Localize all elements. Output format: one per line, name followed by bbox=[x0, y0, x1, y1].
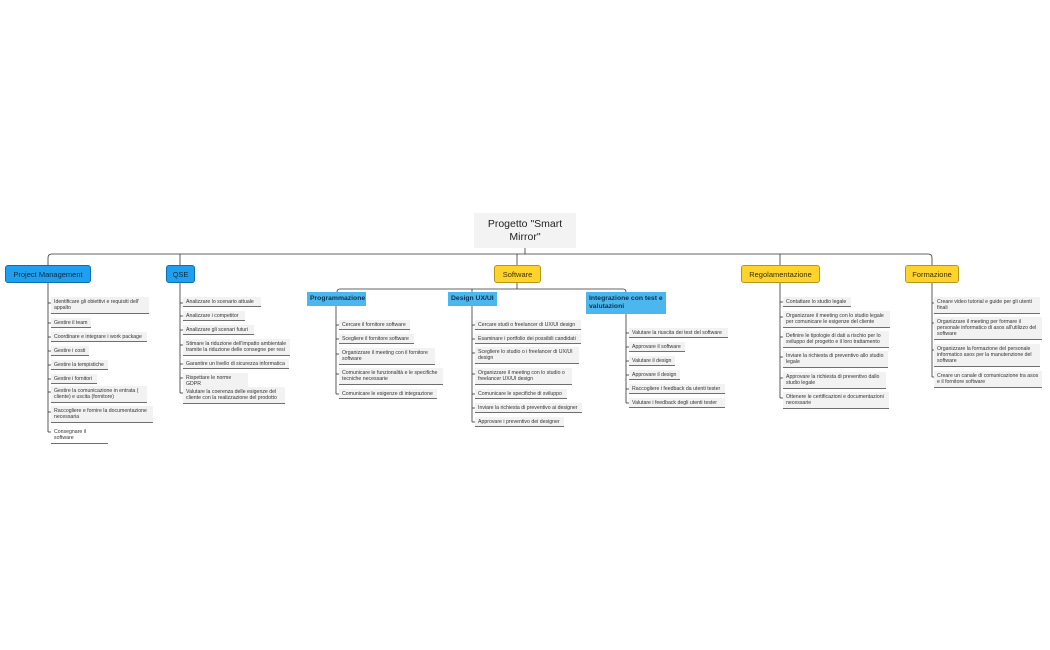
leaf-item[interactable]: Identificare gli obiettivi e requisiti d… bbox=[51, 297, 149, 314]
leaf-item[interactable]: Definire le tipologie di dati a rischio … bbox=[783, 331, 889, 348]
leaf-item[interactable]: Contattare lo studio legale bbox=[783, 297, 851, 308]
topic-regolamentazione[interactable]: Regolamentazione bbox=[741, 265, 820, 283]
leaf-item[interactable]: Creare un canale di comunicazione tra as… bbox=[934, 371, 1042, 388]
root-label: Progetto "Smart Mirror" bbox=[487, 217, 563, 243]
topic-label: Regolamentazione bbox=[749, 269, 812, 279]
leaf-item[interactable]: Approvare il design bbox=[629, 370, 680, 381]
leaf-item[interactable]: Inviare la richiesta di preventivo allo … bbox=[783, 351, 888, 368]
topic-formazione[interactable]: Formazione bbox=[905, 265, 959, 283]
leaf-item[interactable]: Gestire la tempistiche bbox=[51, 360, 108, 371]
leaf-item[interactable]: Raccogliere i feedback da utenti tester bbox=[629, 384, 725, 395]
leaf-item[interactable]: Coordinare e integrare i work package bbox=[51, 332, 147, 343]
leaf-item[interactable]: Gestire la comunicazione in entrata ( cl… bbox=[51, 386, 147, 403]
topic-label: QSE bbox=[172, 269, 189, 279]
leaf-item[interactable]: Creare video tutorial e guide per gli ut… bbox=[934, 297, 1040, 314]
leaf-item[interactable]: Approvare la richiesta di preventivo dal… bbox=[783, 372, 886, 389]
leaf-item[interactable]: Esaminare i portfolio dei possibili cand… bbox=[475, 334, 581, 345]
leaf-item[interactable]: Scegliere il fornitore software bbox=[339, 334, 414, 345]
topic-software[interactable]: Software bbox=[494, 265, 541, 283]
subtopic-programmazione[interactable]: Programmazione bbox=[307, 292, 366, 306]
leaf-item[interactable]: Gestire i fornitori bbox=[51, 374, 97, 385]
subtopic-label: Integrazione con test e valutazioni bbox=[589, 294, 663, 311]
root-topic[interactable]: Progetto "Smart Mirror" bbox=[474, 213, 576, 248]
topic-project-management[interactable]: Project Management bbox=[5, 265, 91, 283]
leaf-item[interactable]: Analizzare gli scenari futuri bbox=[183, 325, 254, 336]
subtopic-label: Programmazione bbox=[310, 294, 366, 302]
leaf-item[interactable]: Ottenere le certificazioni e documentazi… bbox=[783, 392, 889, 409]
leaf-item[interactable]: Cercare il fornitore software bbox=[339, 320, 410, 331]
leaf-item[interactable]: Analizzare i competitor bbox=[183, 311, 245, 322]
leaf-item[interactable]: Gestire il team bbox=[51, 318, 91, 329]
subtopic-design-ux-ui[interactable]: Design UX/UI bbox=[448, 292, 497, 306]
subtopic-label: Design UX/UI bbox=[451, 294, 494, 302]
leaf-item[interactable]: Stimare la riduzione dell'impatto ambien… bbox=[183, 339, 290, 356]
topic-label: Software bbox=[502, 269, 533, 279]
leaf-item[interactable]: Consegnare il software bbox=[51, 427, 108, 444]
leaf-item[interactable]: Organizzare la formazione del personale … bbox=[934, 344, 1040, 367]
leaf-item[interactable]: Comunicare le esigenze di integrazione bbox=[339, 389, 437, 400]
leaf-item[interactable]: Approvare il software bbox=[629, 342, 685, 353]
leaf-item[interactable]: Organizzare il meeting con lo studio leg… bbox=[783, 311, 890, 328]
leaf-item[interactable]: Inviare la richiesta di preventivo ai de… bbox=[475, 403, 582, 414]
topic-label: Project Management bbox=[13, 269, 83, 279]
leaf-item[interactable]: Comunicare le funzionalità e le specific… bbox=[339, 368, 443, 385]
leaf-item[interactable]: Valutare la riuscita dei test del softwa… bbox=[629, 328, 728, 339]
main-bus bbox=[47, 253, 933, 265]
leaf-item[interactable]: Valutare la coerenza delle esigenze del … bbox=[183, 387, 285, 404]
topic-qse[interactable]: QSE bbox=[166, 265, 195, 283]
leaf-item[interactable]: Valutare il design bbox=[629, 356, 675, 367]
leaf-item[interactable]: Organizzare il meeting con il fornitore … bbox=[339, 348, 435, 365]
topic-label: Formazione bbox=[912, 269, 952, 279]
leaf-item[interactable]: Raccogliere e fornire la documentazione … bbox=[51, 406, 153, 423]
leaf-item[interactable]: Valutare i feedback degli utenti tester bbox=[629, 398, 725, 409]
subtopic-integrazione-test[interactable]: Integrazione con test e valutazioni bbox=[586, 292, 666, 314]
leaf-item[interactable]: Comunicare le specifiche di sviluppo bbox=[475, 389, 567, 400]
leaf-item[interactable]: Scegliere lo studio o i freelancer di UX… bbox=[475, 347, 579, 364]
leaf-item[interactable]: Analizzare lo scenario attuale bbox=[183, 297, 261, 308]
leaf-item[interactable]: Approvare i preventivo dei designer bbox=[475, 417, 564, 428]
leaf-item[interactable]: Garantire un livello di sicurezza inform… bbox=[183, 359, 289, 370]
leaf-item[interactable]: Gestire i costi bbox=[51, 346, 89, 357]
leaf-item[interactable]: Organizzare il meeting con lo studio o f… bbox=[475, 368, 572, 385]
leaf-item[interactable]: Organizzare il meeting per formare il pe… bbox=[934, 317, 1042, 340]
leaf-item[interactable]: Cercare studi o freelancer di UX/UI desi… bbox=[475, 320, 581, 331]
software-sub-bus bbox=[336, 288, 627, 293]
